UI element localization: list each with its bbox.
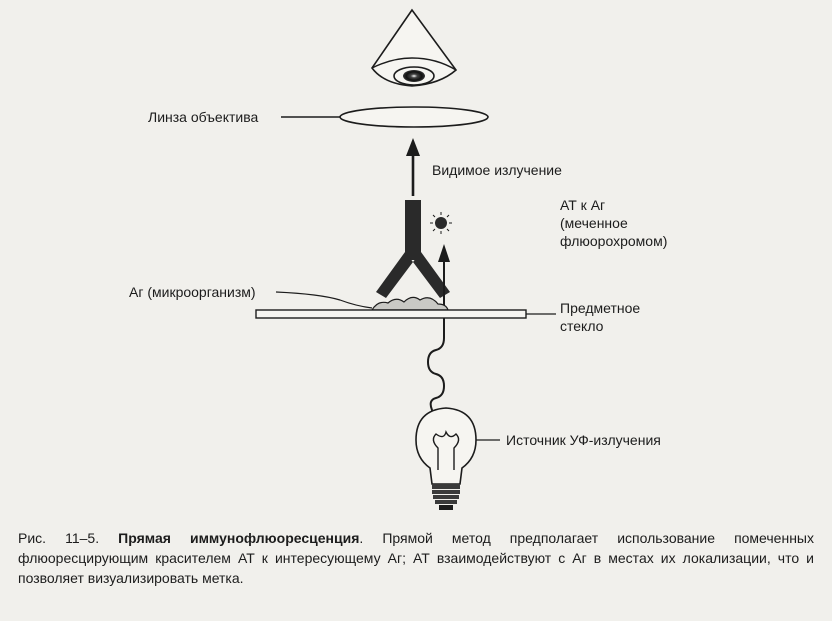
figure-caption: Рис. 11–5. Прямая иммунофлюоресценция. П… <box>18 528 814 588</box>
eye-icon <box>371 8 458 87</box>
slide-label-line-2: стекло <box>560 318 604 334</box>
slide-label-line-1: Предметное <box>560 300 641 316</box>
emission-arrow <box>438 244 450 305</box>
fluorochrome-icon <box>430 212 452 234</box>
antibody-shape <box>376 200 450 298</box>
antibody-label: АТ к Аг (меченное флюорохромом) <box>560 196 667 250</box>
uv-light-wave <box>426 318 446 421</box>
antibody-label-line-1: АТ к Аг <box>560 197 606 213</box>
microscope-slide <box>255 309 556 319</box>
antibody-label-line-3: флюорохромом) <box>560 233 668 249</box>
figure-number: Рис. 11–5. <box>18 530 100 546</box>
uv-bulb-icon <box>415 407 500 510</box>
antigen-blob <box>275 291 449 311</box>
visible-light-label: Видимое излучение <box>432 162 562 178</box>
visible-light-arrow <box>406 138 420 196</box>
objective-lens <box>281 106 489 128</box>
figure-caption-text: . Прямой метод предполагает использовани… <box>18 530 814 586</box>
uv-source-label: Источник УФ-излучения <box>506 432 661 448</box>
antibody-label-line-2: (меченное <box>560 215 628 231</box>
objective-lens-label: Линза объектива <box>148 109 259 125</box>
slide-label: Предметное стекло <box>560 299 640 335</box>
figure-title: Прямая иммунофлюоресценция <box>118 530 360 546</box>
antigen-label: Аг (микроорганизм) <box>129 284 256 300</box>
